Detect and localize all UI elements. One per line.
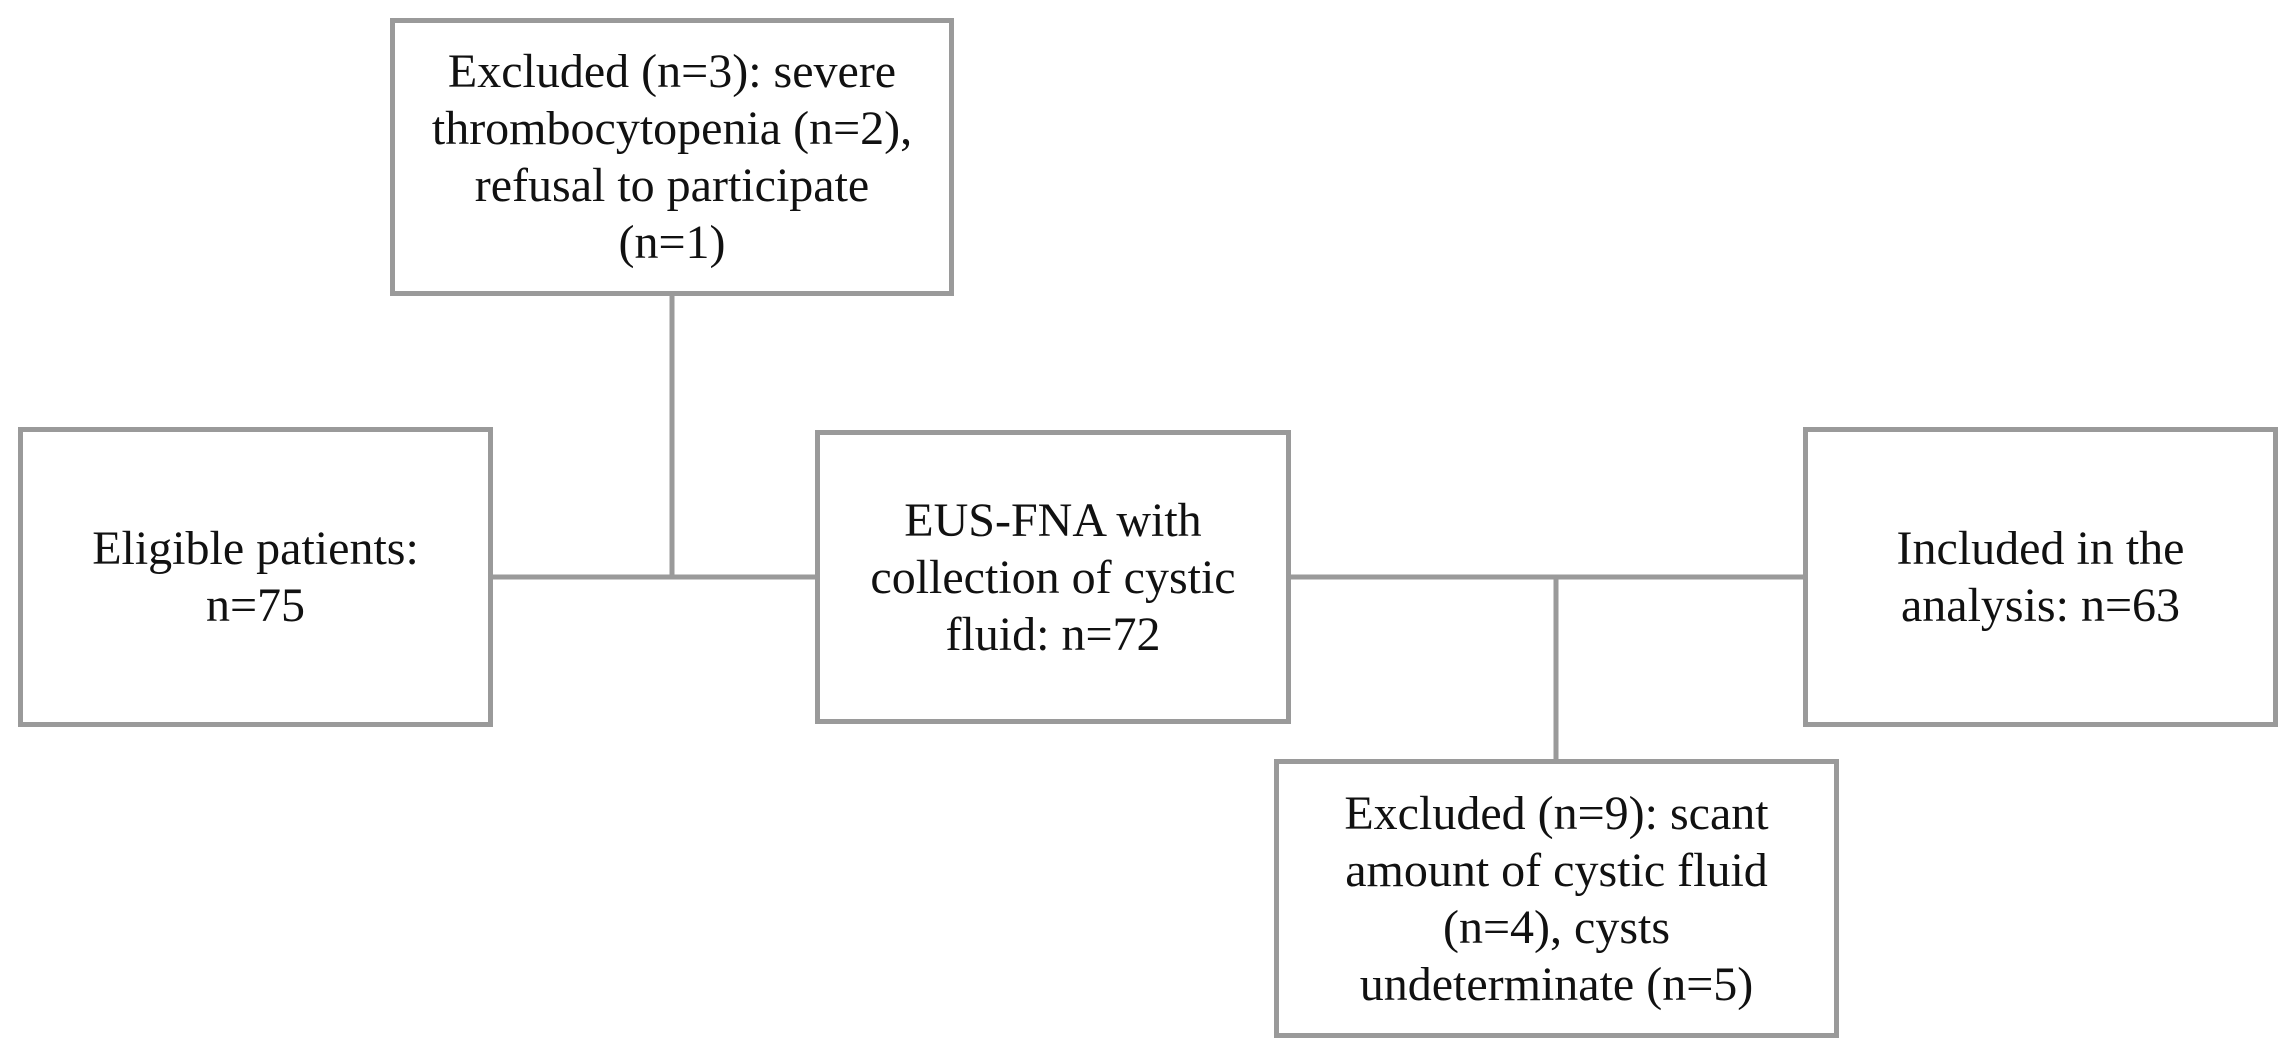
excluded-bottom-line-4: undeterminate (n=5): [1359, 957, 1754, 1011]
eus-fna-line-2: collection of cystic: [870, 550, 1236, 604]
excluded-bottom-box: Excluded (n=9): scant amount of cystic f…: [1274, 759, 1839, 1038]
excluded-bottom-line-2: amount of cystic fluid: [1345, 843, 1768, 897]
eligible-patients-box: Eligible patients: n=75: [18, 427, 493, 727]
included-line-2: analysis: n=63: [1900, 579, 2181, 632]
excluded-top-line-2: thrombocytopenia (n=2),: [431, 102, 913, 155]
included-analysis-box: Included in the analysis: n=63: [1803, 427, 2278, 727]
eligible-text: Eligible patients: n=75: [92, 520, 419, 634]
eligible-line-2: n=75: [205, 579, 306, 632]
eus-fna-line-1: EUS-FNA with: [904, 493, 1202, 547]
excluded-top-line-4: (n=1): [618, 216, 726, 269]
excluded-bottom-line-1: Excluded (n=9): scant: [1344, 786, 1769, 840]
eligible-line-1: Eligible patients:: [92, 522, 419, 575]
excluded-top-line-3: refusal to participate: [474, 159, 870, 212]
included-line-1: Included in the: [1896, 522, 2185, 575]
included-text: Included in the analysis: n=63: [1897, 520, 2185, 634]
excluded-top-text: Excluded (n=3): severe thrombocytopenia …: [432, 43, 912, 271]
excluded-top-line-1: Excluded (n=3): severe: [447, 45, 897, 98]
excluded-bottom-line-3: (n=4), cysts: [1442, 900, 1671, 954]
excluded-top-box: Excluded (n=3): severe thrombocytopenia …: [390, 18, 954, 296]
excluded-bottom-text: Excluded (n=9): scant amount of cystic f…: [1344, 785, 1768, 1013]
eus-fna-line-3: fluid: n=72: [945, 607, 1161, 661]
eus-fna-box: EUS-FNA with collection of cystic fluid:…: [815, 430, 1291, 724]
eus-fna-text: EUS-FNA with collection of cystic fluid:…: [870, 492, 1235, 663]
